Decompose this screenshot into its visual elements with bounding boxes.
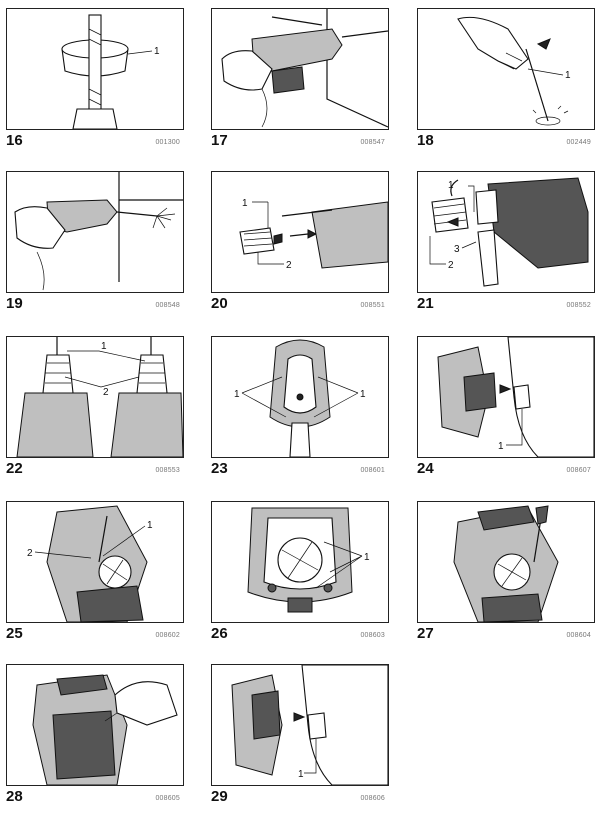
figure-29: 1 29 008606 xyxy=(211,664,389,807)
figure-25-number: 25 xyxy=(6,625,23,642)
figure-18: 1 18 002449 xyxy=(417,8,595,151)
figure-20-code: 008551 xyxy=(360,302,385,309)
figure-29-code: 008606 xyxy=(360,795,385,802)
figure-23-number: 23 xyxy=(211,460,228,477)
figure-23-illustration: 1 1 xyxy=(211,336,389,458)
figure-21-callout-2: 2 xyxy=(448,260,454,271)
figure-28-code: 008605 xyxy=(155,795,180,802)
figure-16-illustration: 1 xyxy=(6,8,184,130)
figure-29-callout-1: 1 xyxy=(298,769,304,780)
figure-18-code: 002449 xyxy=(566,139,591,146)
figure-26-number: 26 xyxy=(211,625,228,642)
figure-29-number: 29 xyxy=(211,788,228,805)
figure-25-illustration: 2 1 xyxy=(6,501,184,623)
figure-23-callout-1-right: 1 xyxy=(360,389,366,400)
figure-21-code: 008552 xyxy=(566,302,591,309)
figure-28-number: 28 xyxy=(6,788,23,805)
figure-25-callout-1: 2 xyxy=(27,548,33,559)
figure-16-callout-1: 1 xyxy=(154,46,160,57)
figure-22-illustration: 1 2 xyxy=(6,336,184,458)
figure-27: 27 008604 xyxy=(417,501,595,644)
figure-26: 1 26 008603 xyxy=(211,501,389,644)
figure-22-callout-1: 1 xyxy=(101,341,107,352)
figure-22-code: 008553 xyxy=(155,467,180,474)
figure-20-callout-2: 2 xyxy=(286,260,292,271)
figure-29-illustration: 1 xyxy=(211,664,389,786)
figure-16: 1 16 001300 xyxy=(6,8,184,151)
figure-22-number: 22 xyxy=(6,460,23,477)
figure-20-callout-1: 1 xyxy=(242,198,248,209)
figure-20-illustration: 1 2 xyxy=(211,171,389,293)
figure-28-illustration xyxy=(6,664,184,786)
figure-26-code: 008603 xyxy=(360,632,385,639)
figure-24-illustration: 1 xyxy=(417,336,595,458)
figure-20: 1 2 20 008551 xyxy=(211,171,389,314)
figure-25-callout-2: 1 xyxy=(147,520,153,531)
figure-24-number: 24 xyxy=(417,460,434,477)
figure-25: 2 1 25 008602 xyxy=(6,501,184,644)
figure-19-illustration xyxy=(6,171,184,293)
figure-18-callout-1: 1 xyxy=(565,70,571,81)
figure-22-callout-2: 2 xyxy=(103,387,109,398)
figure-24-code: 008607 xyxy=(566,467,591,474)
figure-21-illustration: 1 3 2 xyxy=(417,171,595,293)
figure-19-code: 008548 xyxy=(155,302,180,309)
figure-19-number: 19 xyxy=(6,295,23,312)
figure-24-callout-1: 1 xyxy=(498,441,504,452)
figure-22: 1 2 22 008553 xyxy=(6,336,184,479)
figure-27-number: 27 xyxy=(417,625,434,642)
figure-18-number: 18 xyxy=(417,132,434,149)
figure-19: 19 008548 xyxy=(6,171,184,314)
figure-27-illustration xyxy=(417,501,595,623)
figure-23-code: 008601 xyxy=(360,467,385,474)
figure-24: 1 24 008607 xyxy=(417,336,595,479)
figure-20-number: 20 xyxy=(211,295,228,312)
figure-26-illustration: 1 xyxy=(211,501,389,623)
figure-21: 1 3 2 21 008552 xyxy=(417,171,595,314)
figure-27-code: 008604 xyxy=(566,632,591,639)
figure-16-code: 001300 xyxy=(155,139,180,146)
figure-18-illustration: 1 xyxy=(417,8,595,130)
figure-21-callout-3: 3 xyxy=(454,244,460,255)
figure-17-number: 17 xyxy=(211,132,228,149)
figure-28: 28 008605 xyxy=(6,664,184,807)
figure-25-code: 008602 xyxy=(155,632,180,639)
figure-21-callout-1: 1 xyxy=(448,180,454,191)
figure-17: 17 008547 xyxy=(211,8,389,151)
figure-23: 1 1 23 008601 xyxy=(211,336,389,479)
figure-16-number: 16 xyxy=(6,132,23,149)
figure-17-illustration xyxy=(211,8,389,130)
figure-21-number: 21 xyxy=(417,295,434,312)
figure-26-callout-1: 1 xyxy=(364,552,370,563)
figure-23-callout-1-left: 1 xyxy=(234,389,240,400)
figure-17-code: 008547 xyxy=(360,139,385,146)
